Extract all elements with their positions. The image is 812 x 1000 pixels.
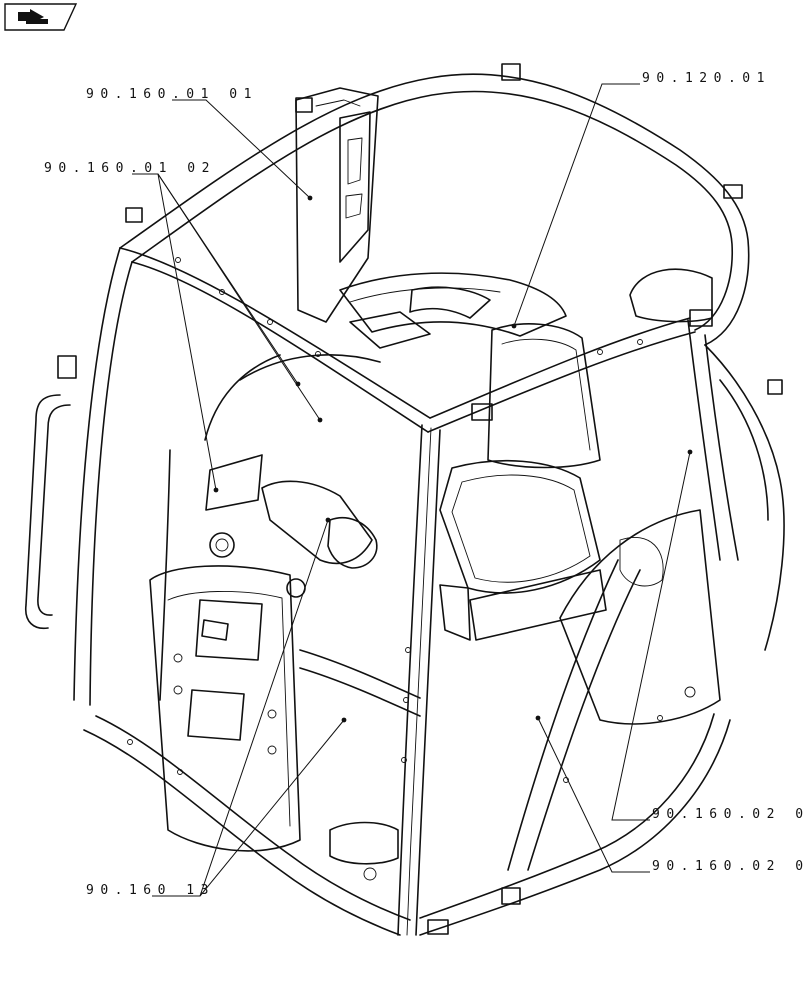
callout-label-c5: 90.160.02 0	[652, 859, 810, 874]
return-arrow-icon	[18, 9, 48, 24]
leader-c4	[611, 451, 691, 821]
callout-label-c2: 90.160.01 02	[44, 161, 216, 176]
cab-illustration	[24, 63, 785, 936]
callout-label-c6: 90.160 13	[86, 883, 215, 898]
callout-label-c1: 90.160.01 01	[86, 87, 258, 102]
nav-flag-button[interactable]	[4, 3, 78, 31]
callout-leaders	[132, 83, 693, 897]
callout-label-c3: 90.120.01	[642, 71, 771, 86]
leader-c6b	[199, 719, 345, 897]
leader-c5	[537, 717, 650, 873]
callout-labels: 90.160.01 01 90.160.01 02 90.120.01 90.1…	[44, 71, 810, 898]
callout-label-c4: 90.160.02 0	[652, 807, 810, 822]
leader-c2a	[132, 173, 217, 491]
leader-c1	[172, 99, 311, 199]
leader-c3	[513, 83, 640, 327]
leader-c2c	[157, 173, 321, 421]
